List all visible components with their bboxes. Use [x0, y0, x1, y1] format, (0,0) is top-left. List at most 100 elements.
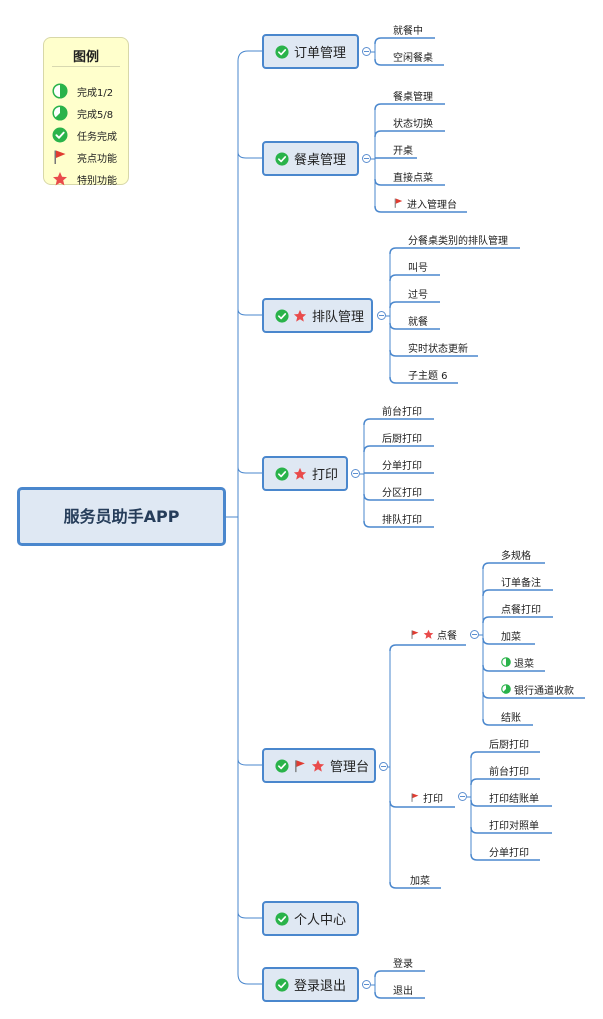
collapse-toggle[interactable] [362, 47, 371, 56]
subtopic-seated[interactable]: 就餐 [408, 316, 428, 328]
subtopic-realtime-status[interactable]: 实时状态更新 [408, 343, 468, 355]
subtopic-print-bill[interactable]: 打印结账单 [489, 793, 539, 805]
subtopic-order-print[interactable]: 点餐打印 [501, 604, 541, 616]
subtopic-add-dish[interactable]: 加菜 [501, 631, 521, 643]
legend-label: 特别功能 [77, 176, 117, 187]
subtopic-underline [482, 562, 545, 570]
subtopic-underline [389, 349, 478, 357]
subtopic-front-print[interactable]: 前台打印 [489, 766, 529, 778]
subtopic-queue-by-type[interactable]: 分餐桌类别的排队管理 [408, 235, 508, 247]
topic-label: 餐桌管理 [294, 153, 347, 168]
subtopic-front-print[interactable]: 前台打印 [382, 406, 422, 418]
legend-title: 图例 [72, 50, 99, 65]
subtopic-free-tables[interactable]: 空闲餐桌 [393, 52, 433, 64]
subtopic-ordering[interactable]: 点餐 [410, 627, 457, 642]
check-done-icon [52, 127, 68, 143]
topic-print[interactable]: 打印 [262, 456, 348, 491]
subtopic-console-print[interactable]: 打印 [410, 790, 443, 805]
subtopic-underline [389, 881, 441, 889]
check-done-icon [275, 44, 289, 59]
red-flag-icon [411, 792, 419, 802]
subtopic-call-number[interactable]: 叫号 [408, 262, 428, 274]
subtopic-underline [363, 418, 434, 426]
topic-order-management[interactable]: 订单管理 [262, 34, 359, 69]
red-flag-icon [411, 629, 419, 639]
check-done-icon [275, 151, 289, 166]
subtopic-multi-spec[interactable]: 多规格 [501, 550, 531, 562]
subtopic-underline [389, 376, 458, 384]
subtopic-dining[interactable]: 就餐中 [393, 25, 423, 37]
collapse-toggle[interactable] [470, 630, 479, 639]
collapse-toggle[interactable] [351, 469, 360, 478]
legend-item-flag: 亮点功能 [52, 149, 128, 165]
subtopic-underline [482, 718, 533, 726]
subtopic-underline [470, 826, 552, 834]
subtopic-login[interactable]: 登录 [393, 958, 413, 970]
legend-item-half: 完成1/2 [52, 83, 128, 99]
subtopic-split-print[interactable]: 分单打印 [489, 847, 529, 859]
topic-table-management[interactable]: 餐桌管理 [262, 141, 359, 176]
subtopic-underline [374, 178, 445, 186]
subtopic-underline [389, 301, 440, 309]
subtopic-underline [389, 274, 440, 282]
subtopic-open-table[interactable]: 开桌 [393, 145, 413, 157]
trunk-branch [237, 50, 262, 62]
legend-label: 任务完成 [77, 132, 117, 143]
collapse-toggle[interactable] [362, 980, 371, 989]
subtopic-console-add-dish[interactable]: 加菜 [410, 875, 430, 887]
collapse-toggle[interactable] [362, 154, 371, 163]
topic-console[interactable]: 管理台 [262, 748, 376, 783]
subtopic-zone-print[interactable]: 分区打印 [382, 487, 422, 499]
red-flag-icon [54, 150, 66, 164]
trunk-branch [237, 308, 262, 316]
legend-divider [52, 66, 120, 67]
topic-login-logout[interactable]: 登录退出 [262, 967, 359, 1002]
subtopic-subtopic-6[interactable]: 子主题 6 [408, 370, 448, 382]
subtopic-underline [482, 691, 585, 699]
subtopic-queue-print[interactable]: 排队打印 [382, 514, 422, 526]
topic-queue-management[interactable]: 排队管理 [262, 298, 373, 333]
subtopic-underline [363, 520, 434, 528]
subtopic-underline [482, 616, 553, 624]
root-node[interactable]: 服务员助手APP [17, 487, 226, 546]
subtopic-underline [374, 37, 435, 45]
five-eighths-progress-icon [52, 105, 68, 121]
legend-panel: 图例 完成1/2 完成5/8 任务完成 亮点功能 特别功能 [43, 37, 129, 187]
subtopic-underline [363, 493, 434, 501]
subtopic-direct-order[interactable]: 直接点菜 [393, 172, 433, 184]
subtopic-logout[interactable]: 退出 [393, 985, 413, 997]
subtopic-kitchen-print[interactable]: 后厨打印 [382, 433, 422, 445]
subtopic-status-switch[interactable]: 状态切换 [393, 118, 433, 130]
subtopic-enter-console[interactable]: 进入管理台 [393, 196, 457, 211]
subtopic-split-print[interactable]: 分单打印 [382, 460, 422, 472]
subtopic-underline [374, 205, 467, 213]
red-star-icon [53, 172, 67, 186]
subtopic-underline [363, 445, 434, 453]
subtopic-underline [389, 322, 440, 330]
red-star-icon [311, 759, 325, 772]
collapse-toggle[interactable] [377, 311, 386, 320]
subtopic-skip-number[interactable]: 过号 [408, 289, 428, 301]
half-progress-icon [52, 83, 68, 99]
collapse-toggle[interactable] [458, 792, 467, 801]
check-done-icon [275, 758, 289, 773]
subtopic-kitchen-print[interactable]: 后厨打印 [489, 739, 529, 751]
collapse-toggle[interactable] [379, 762, 388, 771]
five-eighths-progress-icon [501, 684, 511, 694]
topic-label: 订单管理 [294, 46, 347, 61]
trunk-branch [237, 466, 262, 474]
subtopic-underline [389, 247, 520, 255]
subtopic-table-admin[interactable]: 餐桌管理 [393, 91, 433, 103]
subtopic-return-dish[interactable]: 退菜 [501, 655, 534, 670]
subtopic-checkout[interactable]: 结账 [501, 712, 521, 724]
legend-label: 完成5/8 [77, 110, 114, 121]
subtopic-underline [482, 637, 535, 645]
legend-label: 完成1/2 [77, 88, 114, 99]
subtopic-bank-payment[interactable]: 银行通道收款 [501, 682, 574, 697]
red-flag-icon [295, 759, 305, 772]
subtopic-order-note[interactable]: 订单备注 [501, 577, 541, 589]
topic-profile[interactable]: 个人中心 [262, 901, 359, 936]
subtopic-underline [482, 589, 553, 597]
subtopic-print-checklist[interactable]: 打印对照单 [489, 820, 539, 832]
